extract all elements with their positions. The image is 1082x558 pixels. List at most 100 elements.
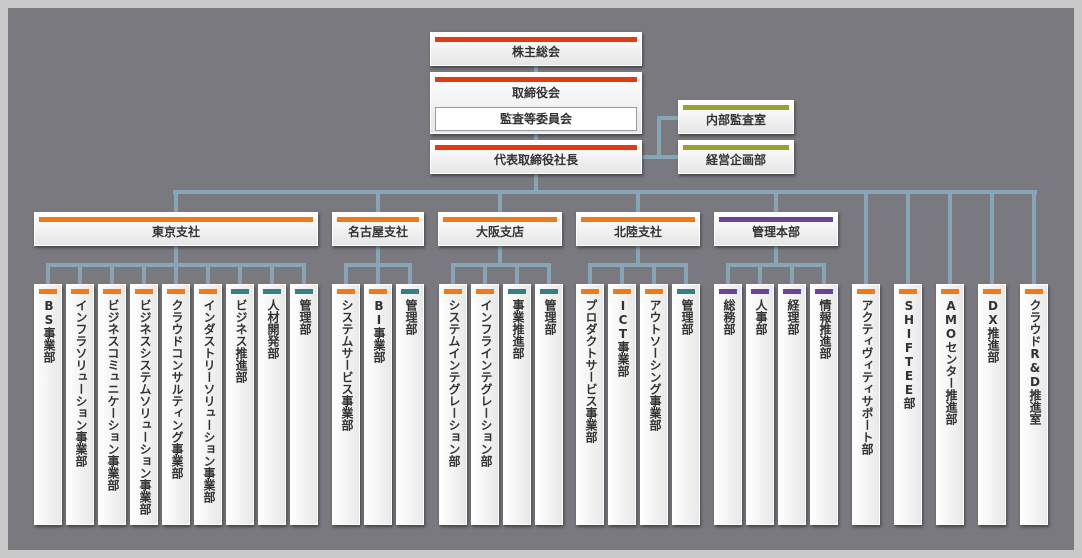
department-label: アクティヴィティサポート部 — [860, 299, 874, 455]
connector-line — [174, 263, 178, 285]
department-column[interactable]: アウトソーシング事業部 — [640, 284, 668, 525]
department-column[interactable]: インフラソリューション事業部 — [66, 284, 94, 525]
connector-line — [948, 190, 952, 286]
branch-box[interactable]: 名古屋支社 — [332, 212, 424, 246]
connector-line — [657, 155, 679, 159]
department-column-color-bar — [508, 289, 526, 294]
connector-line — [620, 263, 624, 285]
department-column-color-bar — [645, 289, 663, 294]
department-label: システムインテグレーション部 — [447, 299, 461, 467]
connector-line — [774, 240, 778, 266]
connector-line — [790, 263, 794, 285]
department-column[interactable]: 人事部 — [746, 284, 774, 525]
department-column[interactable]: 経理部 — [778, 284, 806, 525]
standalone-department-column[interactable]: クラウドR&D推進室 — [1020, 284, 1048, 525]
connector-line — [774, 190, 778, 214]
department-column[interactable]: 管理部 — [672, 284, 700, 525]
department-label: クラウドコンサルティング事業部 — [170, 299, 184, 479]
branch-box-label: 北陸支社 — [613, 225, 662, 239]
department-label: ビジネスコミュニケーション事業部 — [106, 299, 120, 491]
standalone-department-column[interactable]: AMOセンター推進部 — [936, 284, 964, 525]
department-label: 人事部 — [754, 299, 768, 335]
branch-box-label: 管理本部 — [751, 225, 800, 239]
department-column-color-bar — [199, 289, 217, 294]
branch-box[interactable]: 東京支社 — [34, 212, 318, 246]
shareholders-meeting-box-label: 株主総会 — [511, 45, 560, 59]
standalone-department-column[interactable]: アクティヴィティサポート部 — [852, 284, 880, 525]
department-column[interactable]: 管理部 — [535, 284, 563, 525]
department-column[interactable]: ビジネスコミュニケーション事業部 — [98, 284, 126, 525]
department-column-color-bar — [444, 289, 462, 294]
department-column-color-bar — [677, 289, 695, 294]
shareholders-meeting-box-color-bar — [435, 37, 637, 42]
connector-line — [376, 190, 380, 214]
connector-line — [174, 190, 178, 214]
department-column[interactable]: BI事業部 — [364, 284, 392, 525]
president-box-color-bar — [435, 145, 637, 150]
branch-box[interactable]: 大阪支店 — [438, 212, 562, 246]
connector-line — [270, 263, 274, 285]
department-column-color-bar — [613, 289, 631, 294]
department-column[interactable]: 事業推進部 — [503, 284, 531, 525]
connector-line — [640, 155, 660, 159]
president-box[interactable]: 代表取締役社長 — [430, 140, 642, 174]
standalone-department-column[interactable]: SHIFTEE部 — [894, 284, 922, 525]
department-column[interactable]: システムインテグレーション部 — [439, 284, 467, 525]
connector-line — [636, 190, 640, 214]
standalone-department-column[interactable]: DX推進部 — [978, 284, 1006, 525]
connector-line — [547, 263, 551, 285]
internal-audit-box[interactable]: 内部監査室 — [678, 100, 794, 134]
connector-line — [864, 190, 868, 286]
corporate-planning-box[interactable]: 経営企画部 — [678, 140, 794, 174]
department-label: 管理部 — [404, 299, 418, 335]
connector-line — [498, 240, 502, 266]
department-column-color-bar — [476, 289, 494, 294]
connector-line — [238, 263, 242, 285]
branch-box[interactable]: 北陸支社 — [576, 212, 700, 246]
department-column[interactable]: プロダクトサービス事業部 — [576, 284, 604, 525]
department-column[interactable]: 管理部 — [290, 284, 318, 525]
department-column[interactable]: ビジネス推進部 — [226, 284, 254, 525]
standalone-department-column-color-bar — [941, 289, 959, 294]
department-label: インフラインテグレーション部 — [479, 299, 493, 467]
connector-line — [657, 116, 661, 159]
department-label: 情報推進部 — [818, 299, 832, 359]
department-column[interactable]: 情報推進部 — [810, 284, 838, 525]
department-column[interactable]: システムサービス事業部 — [332, 284, 360, 525]
department-column[interactable]: BS事業部 — [34, 284, 62, 525]
department-column[interactable]: クラウドコンサルティング事業部 — [162, 284, 190, 525]
department-column[interactable]: インフラインテグレーション部 — [471, 284, 499, 525]
connector-line — [408, 263, 412, 285]
department-column-color-bar — [815, 289, 833, 294]
department-column-color-bar — [783, 289, 801, 294]
department-column-color-bar — [135, 289, 153, 294]
standalone-department-column-color-bar — [857, 289, 875, 294]
department-column-color-bar — [581, 289, 599, 294]
board-of-directors-box-color-bar — [435, 77, 637, 82]
connector-line — [758, 263, 762, 285]
department-column[interactable]: 人材開発部 — [258, 284, 286, 525]
department-label: システムサービス事業部 — [340, 299, 354, 431]
department-label: 人材開発部 — [266, 299, 280, 359]
connector-line — [483, 263, 487, 285]
board-of-directors-box[interactable]: 取締役会監査等委員会 — [430, 72, 642, 134]
department-column[interactable]: 総務部 — [714, 284, 742, 525]
department-label: 総務部 — [722, 299, 736, 335]
department-column[interactable]: ビジネスシステムソリューション事業部 — [130, 284, 158, 525]
department-label: 管理部 — [298, 299, 312, 335]
department-label: ビジネスシステムソリューション事業部 — [138, 299, 152, 515]
shareholders-meeting-box[interactable]: 株主総会 — [430, 32, 642, 66]
branch-box-label: 名古屋支社 — [347, 225, 408, 239]
audit-committee-box[interactable]: 監査等委員会 — [435, 107, 637, 131]
department-column-color-bar — [719, 289, 737, 294]
department-column[interactable]: 管理部 — [396, 284, 424, 525]
branch-box-label: 大阪支店 — [475, 225, 524, 239]
connector-line — [302, 263, 306, 285]
department-column[interactable]: インダストリーソリューション事業部 — [194, 284, 222, 525]
department-label: SHIFTEE部 — [902, 299, 916, 409]
connector-line — [142, 263, 146, 285]
department-column[interactable]: ICT事業部 — [608, 284, 636, 525]
corporate-planning-box-color-bar — [683, 145, 789, 150]
connector-line — [906, 190, 910, 286]
branch-box[interactable]: 管理本部 — [714, 212, 838, 246]
